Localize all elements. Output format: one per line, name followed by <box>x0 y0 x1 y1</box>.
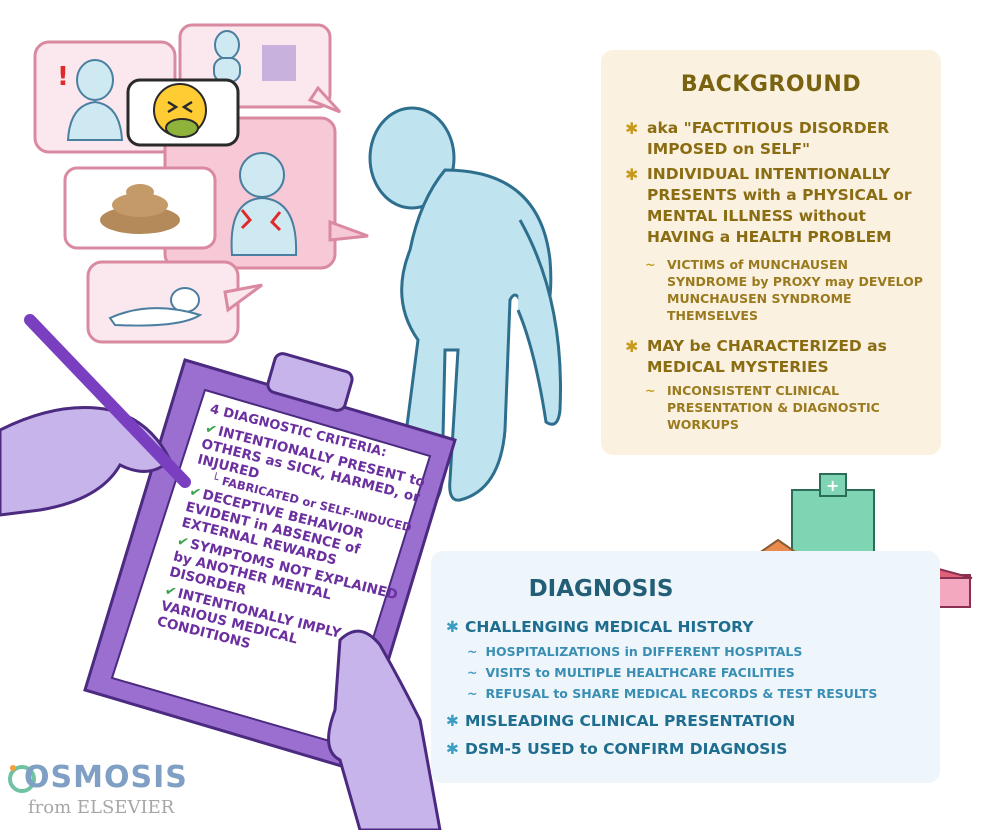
diagnosis-subbullet: ~VISITS to MULTIPLE HEALTHCARE FACILITIE… <box>467 665 795 680</box>
diagnosis-panel: DIAGNOSIS ✱CHALLENGING MEDICAL HISTORY ~… <box>431 551 940 783</box>
sad-figure-illustration <box>368 106 562 512</box>
tilde-icon: ~ <box>467 644 478 659</box>
tilde-icon: ~ <box>645 383 656 398</box>
diagnosis-bullet: ✱MISLEADING CLINICAL PRESENTATION <box>446 712 796 730</box>
asterisk-icon: ✱ <box>625 165 639 184</box>
diagnosis-subbullet: ~HOSPITALIZATIONS in DIFFERENT HOSPITALS <box>467 644 803 659</box>
asterisk-icon: ✱ <box>625 337 639 356</box>
logo-from-elsevier: from ELSEVIER <box>28 797 175 818</box>
osmosis-logo: OSMOSIS from ELSEVIER <box>6 760 188 826</box>
background-panel: BACKGROUND ✱ aka "FACTITIOUS DISORDER IM… <box>601 50 941 455</box>
background-bullet: ✱ MAY be CHARACTERIZED as MEDICAL MYSTER… <box>625 337 887 376</box>
tilde-icon: ~ <box>467 665 478 680</box>
background-subbullet: ~ VICTIMS of MUNCHAUSEN SYNDROME by PROX… <box>645 257 923 323</box>
diagnosis-bullet: ✱DSM-5 USED to CONFIRM DIAGNOSIS <box>446 740 788 758</box>
tilde-icon: ~ <box>467 686 478 701</box>
asterisk-icon: ✱ <box>446 618 459 636</box>
tilde-icon: ~ <box>645 257 656 272</box>
background-subbullet: ~ INCONSISTENT CLINICAL PRESENTATION & D… <box>645 383 880 432</box>
background-bullet: ✱ aka "FACTITIOUS DISORDER IMPOSED on SE… <box>625 119 890 158</box>
diagnosis-title: DIAGNOSIS <box>528 576 674 602</box>
clipboard-illustration <box>0 314 457 830</box>
symptom-bubbles-illustration: ! <box>33 23 369 344</box>
asterisk-icon: ✱ <box>446 712 459 730</box>
svg-text:+: + <box>826 476 839 495</box>
background-bullet: ✱ INDIVIDUAL INTENTIONALLY PRESENTS with… <box>625 165 912 246</box>
logo-wordmark: OSMOSIS <box>24 760 188 795</box>
svg-text:!: ! <box>57 62 69 92</box>
asterisk-icon: ✱ <box>625 119 639 138</box>
osmosis-logo-mark <box>8 765 36 793</box>
diagnosis-subbullet: ~REFUSAL to SHARE MEDICAL RECORDS & TEST… <box>467 686 878 701</box>
diagnosis-bullet: ✱CHALLENGING MEDICAL HISTORY <box>446 618 754 636</box>
background-title: BACKGROUND <box>680 72 862 97</box>
asterisk-icon: ✱ <box>446 740 459 758</box>
